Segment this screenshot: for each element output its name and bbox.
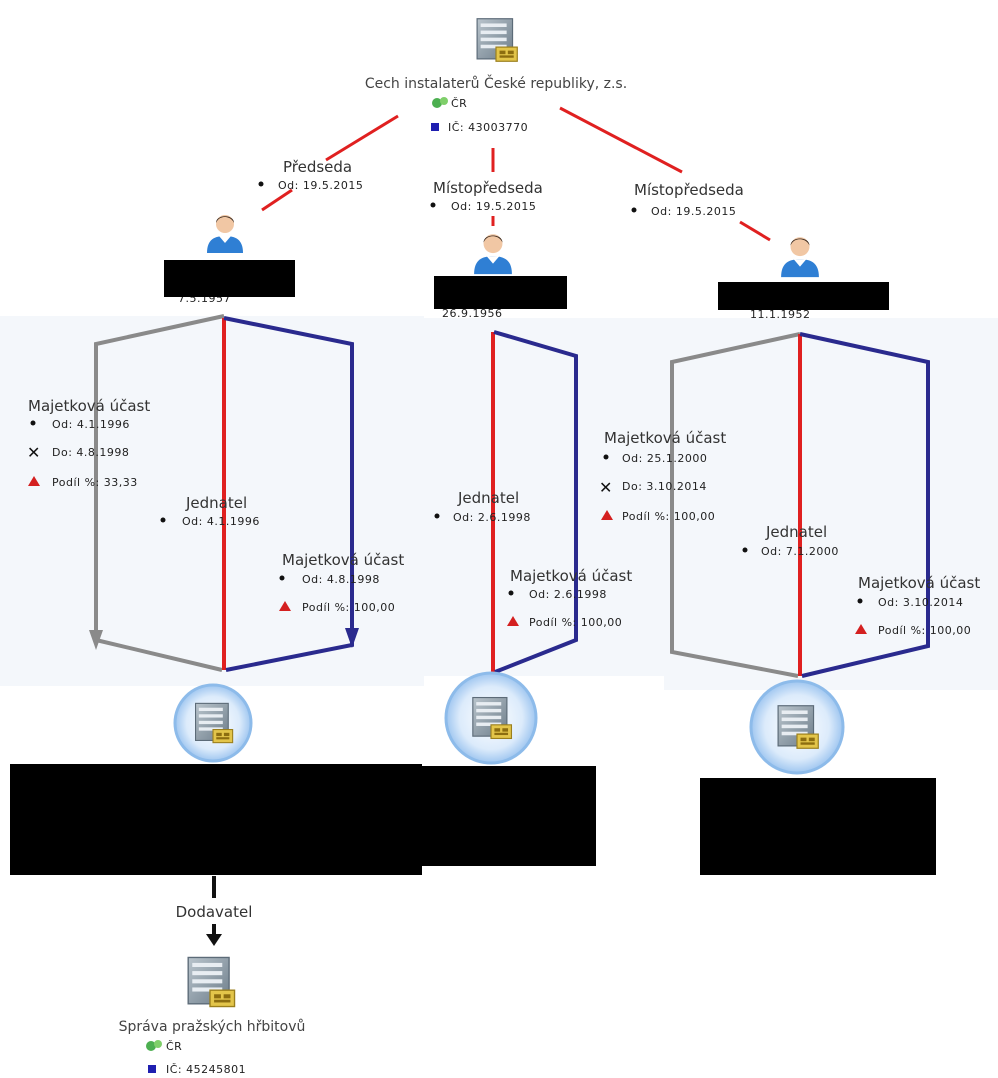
country-flag-icon	[146, 1040, 162, 1051]
supplier-ico: IČ: 45245801	[166, 1063, 246, 1076]
svg-text:Podíl %: 33,33: Podíl %: 33,33	[52, 476, 138, 489]
supplier-edge-label: Dodavatel	[176, 903, 253, 921]
svg-text:Majetková účast: Majetková účast	[28, 397, 150, 415]
person-node-3[interactable]: 11.1.1952	[718, 237, 889, 321]
building-icon	[187, 956, 236, 1008]
building-icon	[476, 18, 518, 62]
svg-text:Od: 4.8.1998: Od: 4.8.1998	[302, 573, 380, 586]
edge-root-to-person-1	[261, 114, 399, 212]
svg-text:Od: 3.10.2014: Od: 3.10.2014	[878, 596, 963, 609]
relation-p1-stake: Majetková účast Od: 4.8.1998 Podíl %: 10…	[279, 551, 404, 614]
supplier-country: ČR	[166, 1040, 182, 1053]
relation-p3-stake: Majetková účast Od: 3.10.2014 Podíl %: 1…	[855, 574, 980, 637]
company-node-3[interactable]	[700, 679, 936, 875]
ico-marker-icon	[431, 123, 439, 131]
share-icon	[601, 510, 613, 520]
company-node-2[interactable]	[416, 671, 596, 866]
svg-text:Místopředseda: Místopředseda	[634, 181, 744, 199]
redacted-company-name	[700, 778, 936, 875]
supplier-node[interactable]: Správa pražských hřbitovů ČR IČ: 4524580…	[119, 956, 306, 1076]
role-label-person-1: Předseda Od: 19.5.2015	[258, 158, 363, 192]
ended-icon: ✕	[599, 478, 612, 497]
root-ico: IČ: 43003770	[448, 121, 528, 134]
svg-text:Od: 4.1.1996: Od: 4.1.1996	[52, 418, 130, 431]
edges-person-3	[670, 332, 930, 678]
edges-person-1	[94, 314, 354, 672]
svg-text:Majetková účast: Majetková účast	[510, 567, 632, 585]
edge-supplier	[206, 876, 222, 946]
relation-p2-jednatel: Jednatel Od: 2.6.1998	[434, 489, 531, 524]
svg-text:Majetková účast: Majetková účast	[858, 574, 980, 592]
person-node-1[interactable]: 7.5.1957	[164, 215, 295, 305]
building-icon	[195, 702, 234, 744]
person-birth-date: 26.9.1956	[442, 307, 502, 320]
share-icon	[279, 601, 291, 611]
arrowhead-former-p1	[89, 630, 103, 650]
redacted-name	[164, 260, 295, 297]
share-icon	[507, 616, 519, 626]
ico-marker-icon	[148, 1065, 156, 1073]
person-icon	[781, 237, 819, 278]
root-country: ČR	[451, 97, 467, 110]
supplier-name: Správa pražských hřbitovů	[119, 1019, 306, 1035]
svg-text:Podíl %: 100,00: Podíl %: 100,00	[302, 601, 395, 614]
svg-text:Podíl %: 100,00: Podíl %: 100,00	[529, 616, 622, 629]
svg-text:Od: 2.6.1998: Od: 2.6.1998	[529, 588, 607, 601]
company-node-1[interactable]	[10, 683, 422, 875]
relation-p1-jednatel: Jednatel Od: 4.1.1996	[160, 494, 260, 528]
edge-root-to-person-3	[559, 106, 771, 242]
svg-text:Jednatel: Jednatel	[765, 523, 827, 541]
relation-p2-stake: Majetková účast Od: 2.6.1998 Podíl %: 10…	[507, 567, 632, 629]
svg-text:Místopředseda: Místopředseda	[433, 179, 543, 197]
share-icon	[28, 476, 40, 486]
svg-text:Do: 4.8.1998: Do: 4.8.1998	[52, 446, 129, 459]
building-icon	[777, 705, 819, 749]
svg-text:Jednatel: Jednatel	[185, 494, 247, 512]
svg-text:Majetková účast: Majetková účast	[604, 429, 726, 447]
svg-text:Majetková účast: Majetková účast	[282, 551, 404, 569]
role-label-person-2: Místopředseda Od: 19.5.2015	[430, 179, 543, 213]
redacted-company-name	[10, 764, 422, 875]
svg-text:Do: 3.10.2014: Do: 3.10.2014	[622, 480, 707, 493]
country-flag-icon	[432, 97, 448, 108]
svg-text:Od: 19.5.2015: Od: 19.5.2015	[278, 179, 363, 192]
share-icon	[855, 624, 867, 634]
relation-p1-stake-old: Majetková účast Od: 4.1.1996 ✕ Do: 4.8.1…	[27, 397, 150, 489]
redacted-name	[434, 276, 567, 309]
person-icon	[474, 234, 512, 275]
svg-text:Předseda: Předseda	[283, 158, 352, 176]
person-node-2[interactable]: 26.9.1956	[434, 234, 567, 320]
ended-icon: ✕	[27, 443, 40, 462]
svg-text:Od: 4.1.1996: Od: 4.1.1996	[182, 515, 260, 528]
person-icon	[207, 215, 243, 253]
svg-text:Podíl %: 100,00: Podíl %: 100,00	[878, 624, 971, 637]
svg-text:Od: 2.6.1998: Od: 2.6.1998	[453, 511, 531, 524]
relation-p3-stake-old: Majetková účast Od: 25.1.2000 ✕ Do: 3.10…	[599, 429, 726, 523]
svg-text:Podíl %: 100,00: Podíl %: 100,00	[622, 510, 715, 523]
person-birth-date: 11.1.1952	[750, 308, 810, 321]
root-name: Cech instalaterů České republiky, z.s.	[365, 74, 627, 92]
svg-text:Od: 19.5.2015: Od: 19.5.2015	[651, 205, 736, 218]
role-label-person-3: Místopředseda Od: 19.5.2015	[631, 181, 744, 218]
relation-p3-jednatel: Jednatel Od: 7.1.2000	[742, 523, 839, 558]
redacted-name	[718, 282, 889, 310]
svg-text:Od: 19.5.2015: Od: 19.5.2015	[451, 200, 536, 213]
svg-text:Od: 25.1.2000: Od: 25.1.2000	[622, 452, 707, 465]
panel-middle	[424, 318, 664, 676]
edges-person-2	[491, 330, 578, 674]
panel-right	[664, 318, 998, 690]
redacted-company-name	[416, 766, 596, 866]
svg-text:Od: 7.1.2000: Od: 7.1.2000	[761, 545, 839, 558]
svg-text:Jednatel: Jednatel	[457, 489, 519, 507]
root-node[interactable]: Cech instalaterů České republiky, z.s. Č…	[365, 18, 627, 134]
building-icon	[472, 696, 513, 740]
arrowhead-owner-p1	[345, 628, 359, 648]
